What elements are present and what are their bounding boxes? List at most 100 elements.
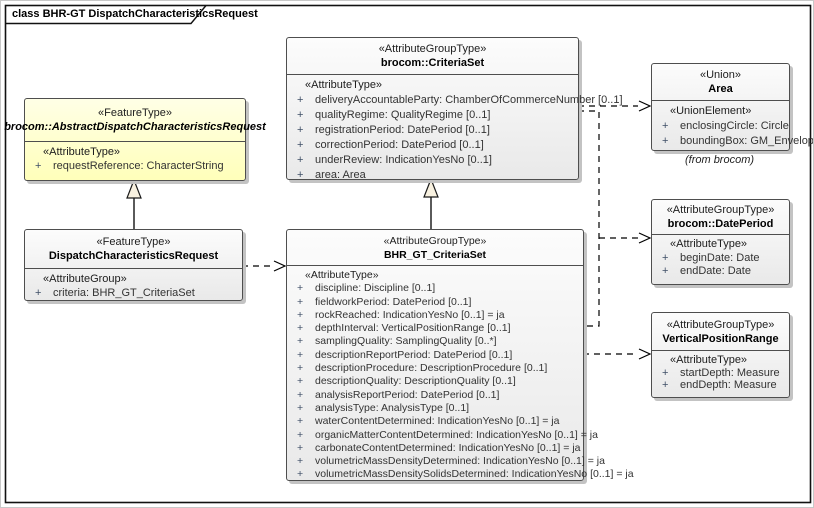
attribute-text: registrationPeriod: DatePeriod [0..1] [315,124,490,136]
class-header: «Union» Area [652,64,789,101]
attribute-text: requestReference: CharacterString [53,160,224,172]
section-label: «UnionElement» [670,105,752,117]
section-label: «AttributeType» [305,269,379,281]
dependency-dispatch-to-bhrcriteriaset [242,260,287,272]
visibility-plus: + [35,287,42,299]
attribute-text: volumetricMassDensityDetermined: Indicat… [315,455,605,468]
attribute-row: + area: Area [287,168,578,183]
generalization-bhrcriteriaset-to-criteriaset [423,177,439,229]
attribute-text: criteria: BHR_GT_CriteriaSet [53,287,195,299]
attribute-text: underReview: IndicationYesNo [0..1] [315,154,492,166]
attribute-row: + descriptionProcedure: DescriptionProced… [287,362,583,375]
class-brocom-criteriaset[interactable]: «AttributeGroupType» brocom::CriteriaSet… [286,37,623,183]
area-from-package-caption: (from brocom) [684,154,755,166]
visibility-plus: + [297,335,304,348]
section-label: «AttributeType» [670,238,748,250]
attribute-row: + boundingBox: GM_Envelope [652,134,813,149]
attribute-text: descriptionProcedure: DescriptionProcedu… [315,362,548,375]
attribute-row: + criteria: BHR_GT_CriteriaSet [25,286,242,300]
visibility-plus: + [297,388,304,401]
attribute-row: + descriptionQuality: DescriptionQuality … [287,375,583,388]
stereotype: «FeatureType» [98,107,172,119]
attribute-text: waterContentDetermined: IndicationYesNo … [315,415,560,428]
visibility-plus: + [297,362,304,375]
visibility-plus: + [297,348,304,361]
class-name: brocom::AbstractDispatchCharacteristicsR… [4,121,266,133]
section-label: «AttributeType» [305,79,383,91]
visibility-plus: + [662,120,669,132]
visibility-plus: + [297,169,304,181]
attribute-text: descriptionQuality: DescriptionQuality [… [315,375,516,388]
diagram-frame [4,4,812,504]
attribute-compartment: «AttributeType» +requestReference: Chara… [25,142,245,173]
class-vertical-position-range[interactable]: «AttributeGroupType» VerticalPositionRan… [651,312,790,398]
visibility-plus: + [297,455,304,468]
attribute-text: descriptionReportPeriod: DatePeriod [0..… [315,348,513,361]
attribute-row: +registrationPeriod: DatePeriod [0..1] [287,123,578,138]
visibility-plus: + [297,415,304,428]
attribute-row: + qualityRegime: QualityRegime [0..1] [287,108,578,123]
class-brocom-dateperiod[interactable]: «AttributeGroupType» brocom::DatePeriod … [651,199,790,285]
stereotype: «Union» [700,69,741,81]
class-name: brocom::CriteriaSet [380,57,485,69]
class-header: «AttributeGroupType» brocom::CriteriaSet [287,38,578,75]
stereotype: «FeatureType» [96,236,171,248]
attribute-text: startDepth: Measure [680,366,780,379]
dependency-criteriaset-to-area [578,100,652,112]
class-name: Area [708,83,733,95]
attribute-row: +carbonateContentDetermined: IndicationY… [287,442,583,455]
attribute-row: +startDepth: Measure [652,367,789,380]
attribute-text: carbonateContentDetermined: IndicationYe… [315,441,581,454]
visibility-plus: + [297,109,304,121]
class-dispatch-characteristics-request[interactable]: «FeatureType» DispatchCharacteristicsReq… [24,229,243,301]
class-header: «FeatureType» DispatchCharacteristicsReq… [25,230,242,269]
attribute-text: boundingBox: GM_Envelope [680,135,814,147]
visibility-plus: + [297,282,304,295]
attribute-row: + analysisReportPeriod: DatePeriod [0..1] [287,389,583,402]
attribute-row: + discipline: Discipline [0..1] [287,282,583,295]
attribute-row: + organicMatterContentDetermined: Indicat… [287,428,598,442]
attribute-text: analysisType: AnalysisType [0..1] [315,401,470,414]
attribute-text: rockReached: IndicationYesNo [0..1] = ja [315,308,505,321]
stereotype: «AttributeGroupType» [378,43,487,55]
section-label: «AttributeGroup» [43,273,127,285]
attribute-text: endDate: Date [680,265,751,277]
attribute-text: enclosingCircle: Circle [680,120,789,132]
attribute-row: +fieldworkPeriod: DatePeriod [0..1] [287,296,583,309]
attribute-row: +correctionPeriod: DatePeriod [0..1] [287,138,578,153]
visibility-plus: + [662,135,669,147]
attribute-row: +depthInterval: VerticalPositionRange [0… [287,322,583,335]
attribute-text: qualityRegime: QualityRegime [0..1] [315,109,491,121]
visibility-plus: + [297,322,304,335]
attribute-text: volumetricMassDensitySolidsDetermined: I… [315,468,634,481]
attribute-row: + underReview: IndicationYesNo [0..1] [287,153,578,168]
class-header: «AttributeGroupType» VerticalPositionRan… [652,313,789,351]
attribute-text: analysisReportPeriod: DatePeriod [0..1] [315,388,500,401]
class-abstract-dispatch-characteristics-request[interactable]: «FeatureType» brocom::AbstractDispatchCh… [4,98,266,181]
diagram-title: class BHR-GT DispatchCharacteristicsRequ… [12,8,258,20]
visibility-plus: + [297,401,304,414]
attribute-compartment: «AttributeGroup» + criteria: BHR_GT_Crite… [25,269,242,300]
visibility-plus: + [297,154,304,166]
class-name: DispatchCharacteristicsRequest [48,250,219,262]
attribute-text: fieldworkPeriod: DatePeriod [0..1] [315,295,472,308]
attribute-compartment: «AttributeType» +beginDate: Date +endDat… [652,235,789,279]
stereotype: «AttributeGroupType» [666,204,775,216]
class-bhr-gt-criteriaset[interactable]: «AttributeGroupType» BHR_GT_CriteriaSet … [286,229,634,481]
class-name: VerticalPositionRange [662,332,779,345]
attribute-compartment: «AttributeType» +deliveryAccountablePart… [287,75,623,183]
dependency-bhrcriteriaset-to-verticalpositionrange [583,348,652,360]
generalization-dispatch-to-abstract [126,178,142,229]
attribute-text: area: Area [315,169,366,181]
attribute-text: discipline: Discipline [0..1] [315,282,436,295]
attribute-compartment: «UnionElement» +enclosingCircle: Circle … [652,101,813,149]
class-area-union[interactable]: «Union» Area «UnionElement» + enclosingCi… [651,63,813,151]
visibility-plus: + [297,375,304,388]
class-header: «AttributeGroupType» brocom::DatePeriod [652,200,789,235]
class-name: brocom::DatePeriod [667,218,774,230]
attribute-text: organicMatterContentDetermined: Indicati… [315,428,598,441]
attribute-row: + enclosingCircle: Circle [652,119,789,134]
visibility-plus: + [297,428,304,441]
